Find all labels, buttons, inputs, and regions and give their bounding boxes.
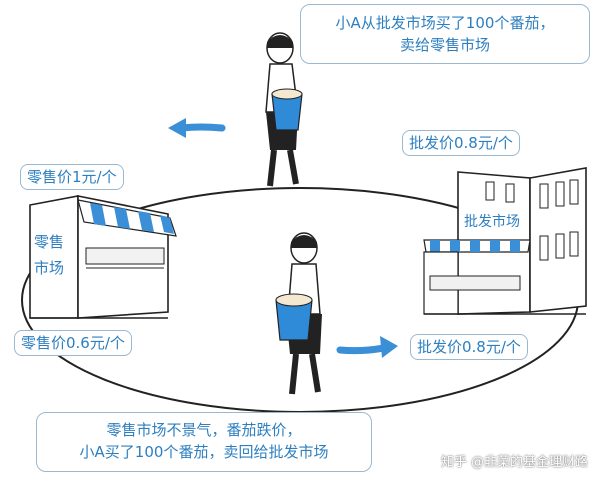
- retail-price-bottom: 零售价0.6元/个: [14, 330, 132, 356]
- retail-store-sign-line2: 市场: [34, 259, 65, 277]
- bottom-caption-line2: 小A买了100个番茄，卖回给批发市场: [79, 443, 329, 461]
- bottom-caption-line1: 零售市场不景气，番茄跌价，: [106, 421, 302, 439]
- bottom-caption: 零售市场不景气，番茄跌价， 小A买了100个番茄，卖回给批发市场: [36, 412, 372, 472]
- top-caption-line2: 卖给零售市场: [399, 36, 490, 54]
- arrow-left-icon: [168, 118, 226, 138]
- person-top-illustration: [265, 32, 303, 187]
- top-caption-line1: 小A从批发市场买了100个番茄，: [335, 14, 555, 32]
- wholesale-market-building: [423, 167, 587, 315]
- wholesale-price-bottom: 批发价0.8元/个: [410, 334, 528, 360]
- watermark-text: 知乎 @韭菜的基金理财路: [440, 455, 588, 470]
- top-caption: 小A从批发市场买了100个番茄， 卖给零售市场: [300, 4, 590, 64]
- retail-price-top: 零售价1元/个: [20, 164, 124, 190]
- wholesale-market-sign: 批发市场: [464, 214, 520, 230]
- arrow-right-icon: [336, 336, 398, 358]
- person-bottom-illustration: [275, 232, 322, 395]
- retail-store-sign-line1: 零售: [34, 233, 65, 251]
- wholesale-price-top: 批发价0.8元/个: [402, 130, 520, 156]
- retail-store-building: [29, 195, 177, 319]
